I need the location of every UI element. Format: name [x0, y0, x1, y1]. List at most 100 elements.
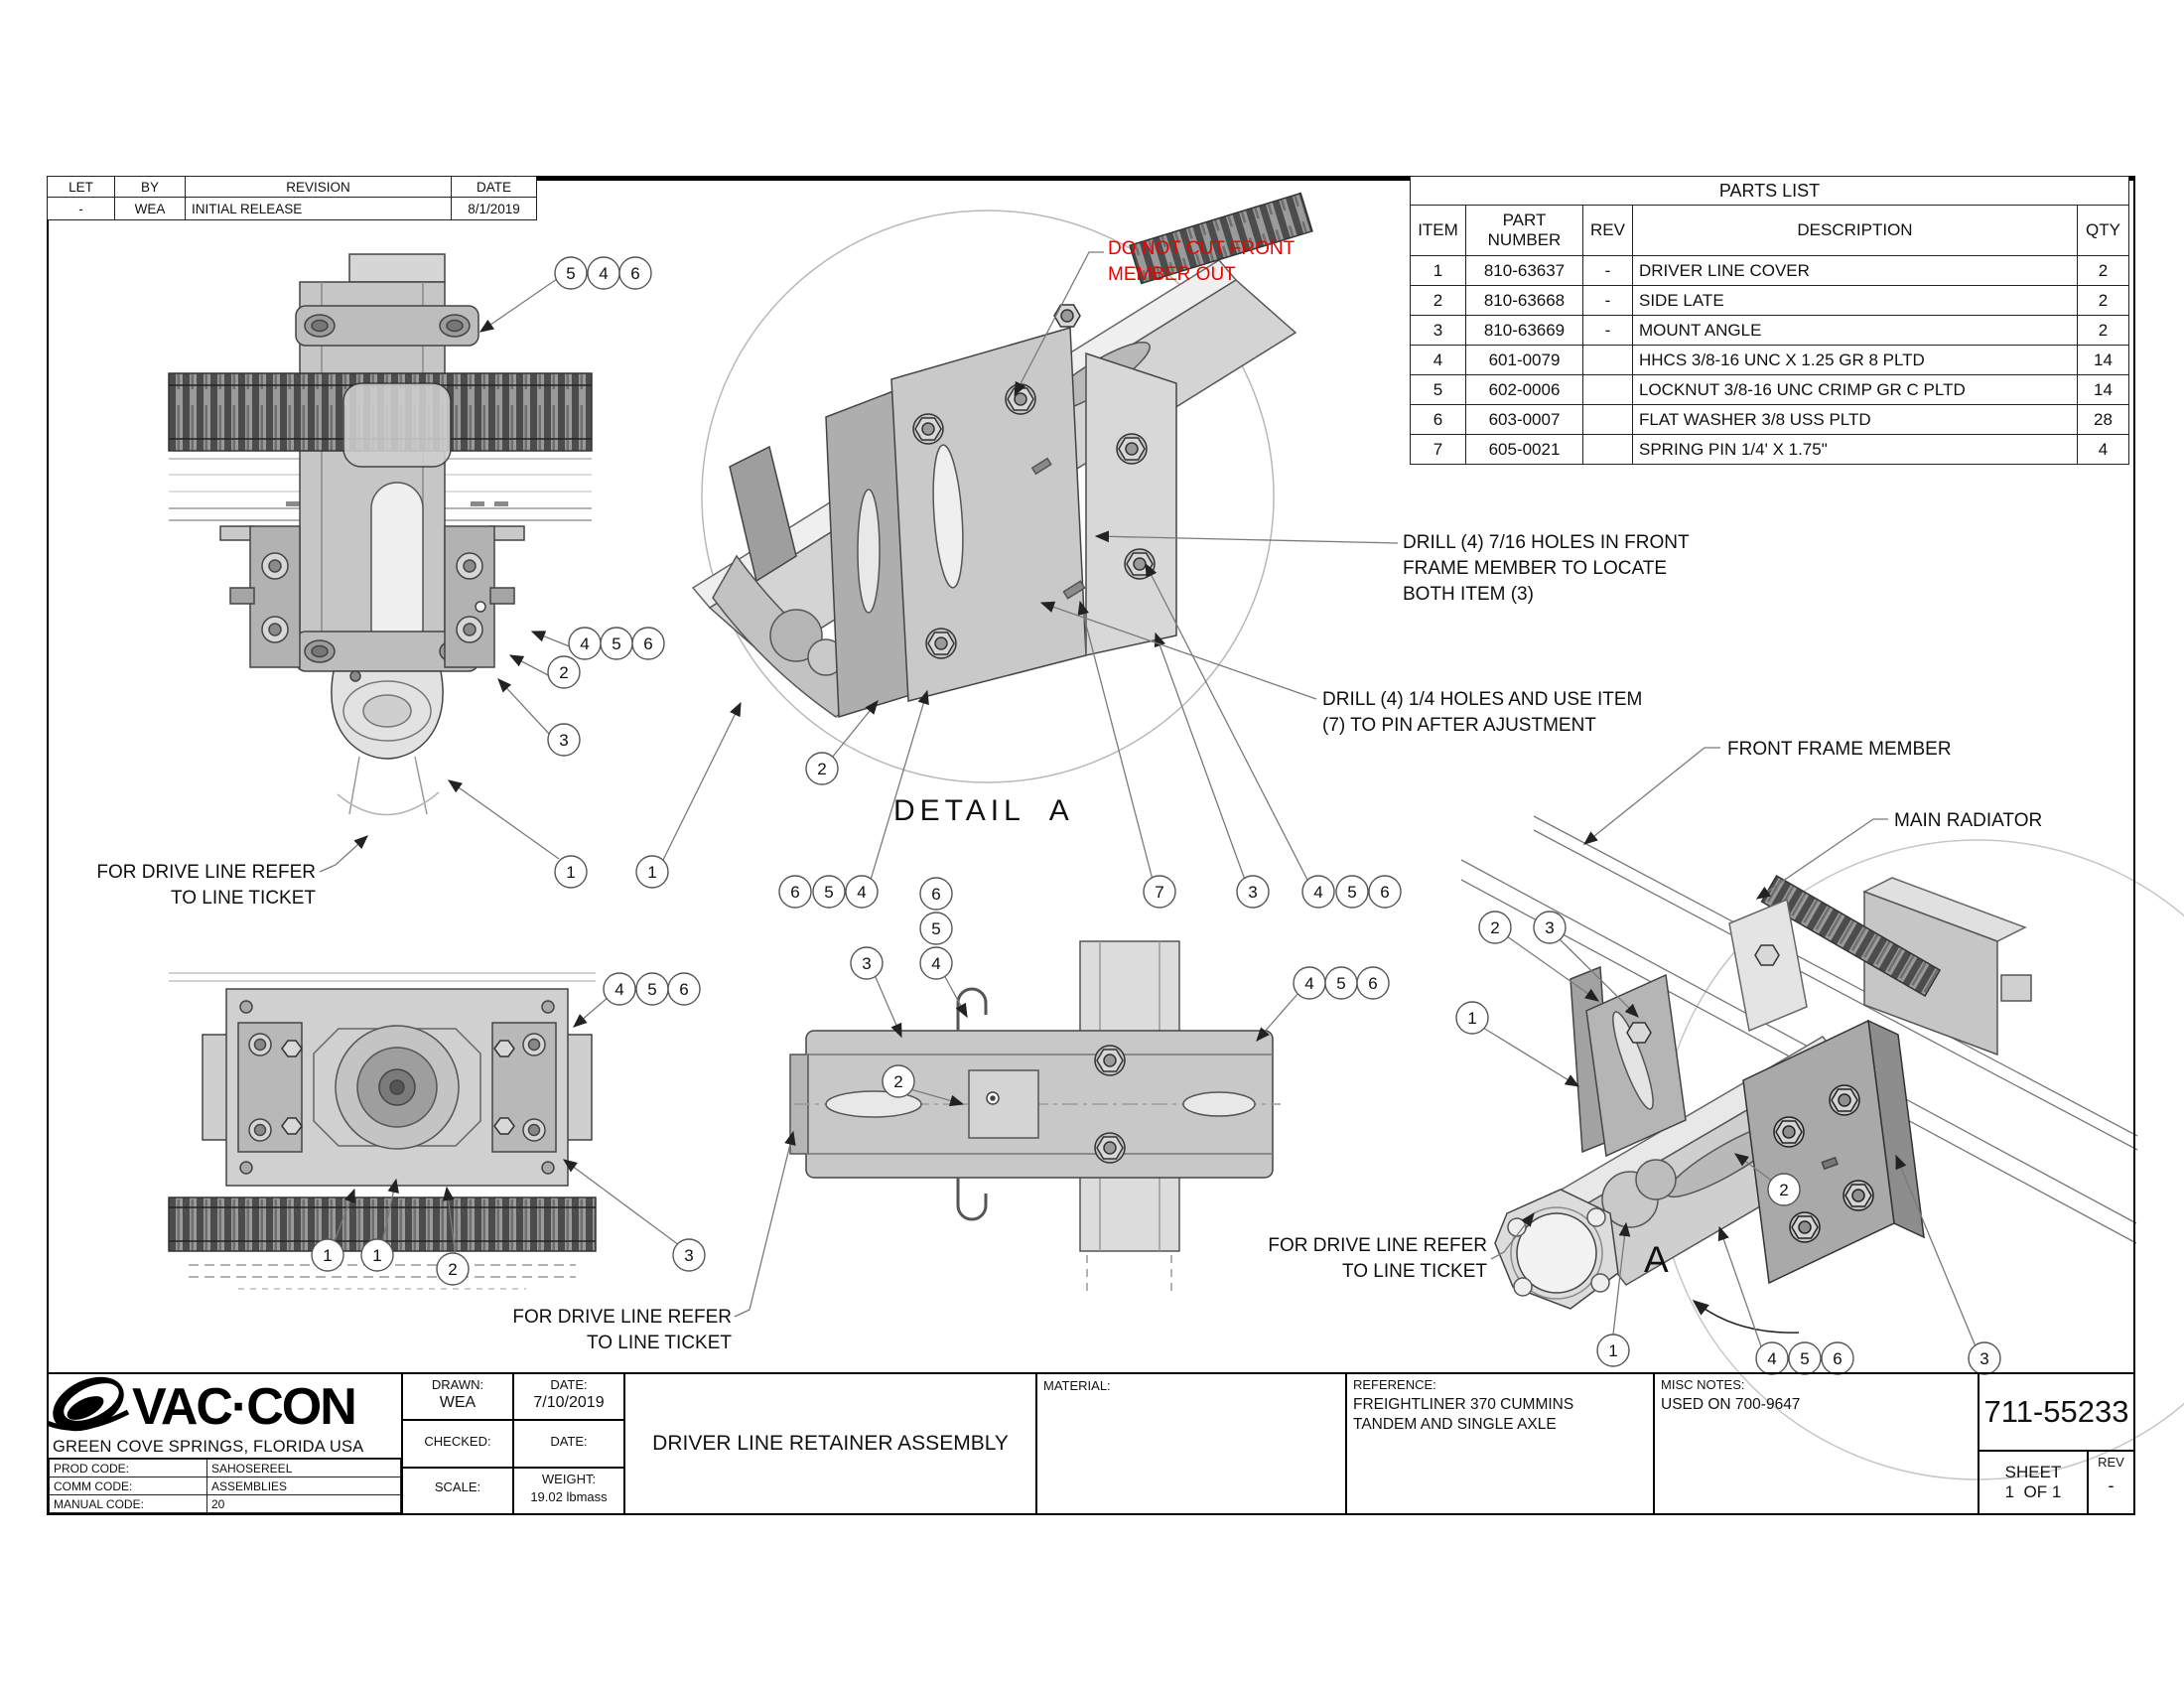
svg-text:1: 1 — [1608, 1341, 1617, 1360]
date1-label: DATE: — [550, 1377, 588, 1392]
rev-box: REV - — [2089, 1452, 2133, 1513]
item-balloon-6: 6 — [778, 875, 812, 909]
drawn-value: WEA — [439, 1394, 477, 1411]
hex-bolts — [912, 304, 1156, 659]
note-drive-line-right: FOR DRIVE LINE REFER TO LINE TICKET — [1268, 1235, 1487, 1282]
code-row: PROD CODE:SAHOSEREEL — [49, 1459, 401, 1477]
material-label: MATERIAL: — [1043, 1378, 1111, 1393]
item-balloon-5: 5 — [600, 627, 633, 660]
note-drill-14: DRILL (4) 1/4 HOLES AND USE ITEM (7) TO … — [1322, 689, 1643, 736]
title-block: VAC·CON GREEN COVE SPRINGS, FLORIDA USA … — [43, 1372, 2135, 1515]
svg-text:5: 5 — [612, 634, 620, 653]
sheet-box: SHEET 1 OF 1 — [1979, 1452, 2089, 1513]
item-balloon-4: 4 — [919, 946, 953, 980]
svg-text:6: 6 — [1833, 1349, 1842, 1368]
reference-line: TANDEM AND SINGLE AXLE — [1353, 1416, 1557, 1433]
svg-text:6: 6 — [1368, 974, 1377, 993]
svg-text:1: 1 — [566, 863, 575, 882]
svg-text:2: 2 — [1490, 918, 1499, 937]
parts-list-col-header: DESCRIPTION — [1632, 205, 2078, 256]
section-a-label: A — [1644, 1239, 1669, 1280]
item-balloon-4: 4 — [1301, 875, 1335, 909]
revision-col-header: BY — [114, 176, 186, 198]
svg-text:4: 4 — [857, 883, 866, 902]
parts-list-title: PARTS LIST — [1410, 176, 2129, 206]
svg-text:1: 1 — [647, 863, 656, 882]
svg-text:2: 2 — [1779, 1181, 1788, 1199]
svg-text:2: 2 — [448, 1260, 457, 1279]
item-balloon-5: 5 — [554, 256, 588, 290]
svg-text:1: 1 — [1467, 1009, 1476, 1028]
svg-text:2: 2 — [893, 1072, 902, 1091]
parts-list-col-header: PART NUMBER — [1465, 205, 1583, 256]
item-balloon-2: 2 — [436, 1252, 470, 1286]
svg-text:5: 5 — [566, 264, 575, 283]
item-balloon-5: 5 — [919, 912, 953, 945]
item-balloon-1: 1 — [635, 855, 669, 889]
date2-label: DATE: — [550, 1434, 588, 1450]
svg-text:4: 4 — [1304, 974, 1313, 993]
svg-text:4: 4 — [614, 980, 623, 999]
item-balloon-4: 4 — [587, 256, 620, 290]
item-balloon-3: 3 — [850, 946, 884, 980]
item-balloon-4: 4 — [568, 627, 602, 660]
svg-text:4: 4 — [580, 634, 589, 653]
svg-text:5: 5 — [931, 919, 940, 938]
drawing-title-cell: DRIVER LINE RETAINER ASSEMBLY — [625, 1374, 1037, 1513]
sheet-label: SHEET — [2004, 1463, 2062, 1481]
view-top-mid — [789, 940, 1281, 1291]
svg-text:3: 3 — [1248, 883, 1257, 902]
item-balloon-6: 6 — [618, 256, 652, 290]
note-drive-line-left: FOR DRIVE LINE REFER TO LINE TICKET — [96, 862, 316, 909]
code-row: COMM CODE:ASSEMBLIES — [49, 1477, 401, 1495]
scale-label: SCALE: — [434, 1478, 481, 1494]
misc-notes-label: MISC NOTES: — [1661, 1377, 1745, 1392]
item-balloon-6: 6 — [1356, 966, 1390, 1000]
note-front-frame-member: FRONT FRAME MEMBER — [1727, 739, 1952, 760]
item-balloon-3: 3 — [672, 1238, 706, 1272]
reference-label: REFERENCE: — [1353, 1377, 1436, 1392]
svg-text:3: 3 — [862, 954, 871, 973]
svg-text:5: 5 — [1800, 1349, 1809, 1368]
item-balloon-5: 5 — [635, 972, 669, 1006]
item-balloon-2: 2 — [805, 752, 839, 785]
svg-text:7: 7 — [1155, 883, 1163, 902]
drawing-number: 711-55233 — [1979, 1374, 2133, 1452]
item-balloon-5: 5 — [1788, 1341, 1822, 1375]
item-balloon-3: 3 — [1968, 1341, 2001, 1375]
leader-lines — [319, 251, 1977, 1347]
material-cell: MATERIAL: — [1037, 1374, 1347, 1513]
company-location: GREEN COVE SPRINGS, FLORIDA USA — [53, 1438, 364, 1456]
weight-value: 19.02 lbmass — [530, 1488, 608, 1504]
item-balloon-6: 6 — [631, 627, 665, 660]
revision-col-header: LET — [47, 176, 115, 198]
item-balloon-4: 4 — [1293, 966, 1326, 1000]
svg-text:2: 2 — [559, 663, 568, 682]
item-balloon-2: 2 — [547, 655, 581, 689]
sheet-value: 1 OF 1 — [2004, 1482, 2062, 1501]
date1-value: 7/10/2019 — [533, 1394, 605, 1411]
svg-text:6: 6 — [679, 980, 688, 999]
item-balloon-1: 1 — [360, 1238, 394, 1272]
detail-a-label: DETAIL A — [893, 794, 1074, 827]
company-block: VAC·CON GREEN COVE SPRINGS, FLORIDA USA … — [43, 1374, 403, 1513]
svg-text:4: 4 — [931, 954, 940, 973]
item-balloon-1: 1 — [554, 855, 588, 889]
item-balloon-1: 1 — [1455, 1001, 1489, 1035]
view-detail-a — [691, 192, 1313, 783]
svg-text:1: 1 — [323, 1246, 332, 1265]
svg-text:5: 5 — [1336, 974, 1345, 993]
svg-text:6: 6 — [1380, 883, 1389, 902]
item-balloon-4: 4 — [603, 972, 636, 1006]
rev-value: - — [2108, 1476, 2115, 1495]
item-balloon-6: 6 — [1368, 875, 1402, 909]
